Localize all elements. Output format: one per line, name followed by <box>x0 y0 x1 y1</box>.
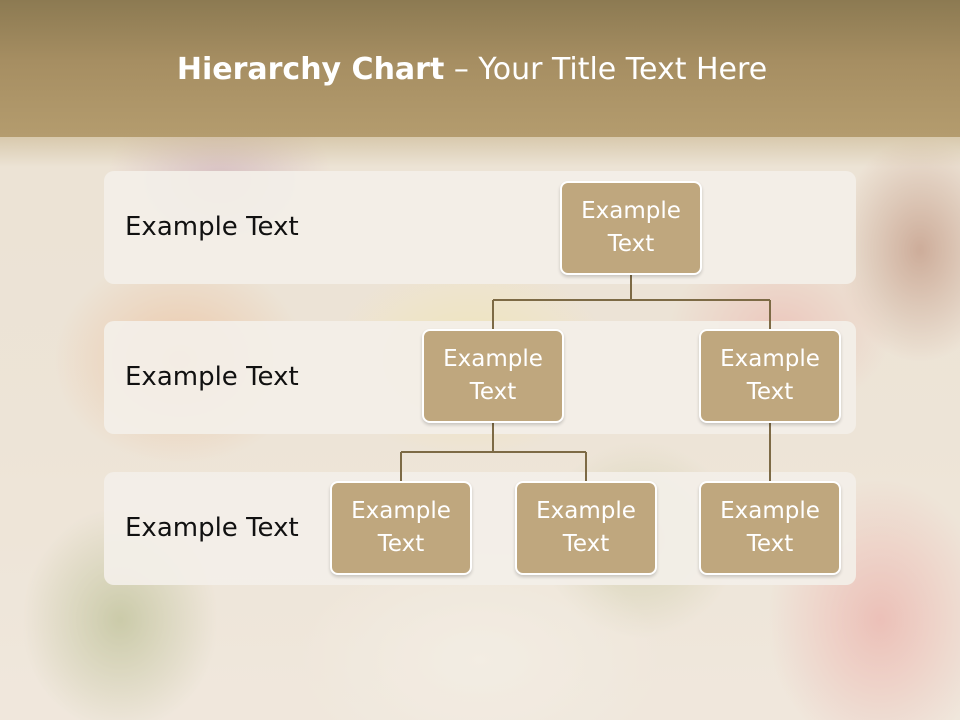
level-label-1: Example Text <box>125 212 299 242</box>
node-level3-c: Example Text <box>699 481 841 575</box>
node-level2-right: Example Text <box>699 329 841 423</box>
node-level3-a: Example Text <box>330 481 472 575</box>
title-bar-fade <box>0 137 960 167</box>
title-rest: – Your Title Text Here <box>444 52 768 87</box>
level-label-2: Example Text <box>125 362 299 392</box>
node-level2-left: Example Text <box>422 329 564 423</box>
title-bold: Hierarchy Chart <box>176 52 445 87</box>
level-band-1 <box>104 171 856 284</box>
slide-title: Hierarchy Chart – Your Title Text Here <box>0 52 944 87</box>
level-label-3: Example Text <box>125 513 299 543</box>
node-root: Example Text <box>560 181 702 275</box>
title-bar <box>0 0 960 137</box>
node-level3-b: Example Text <box>515 481 657 575</box>
